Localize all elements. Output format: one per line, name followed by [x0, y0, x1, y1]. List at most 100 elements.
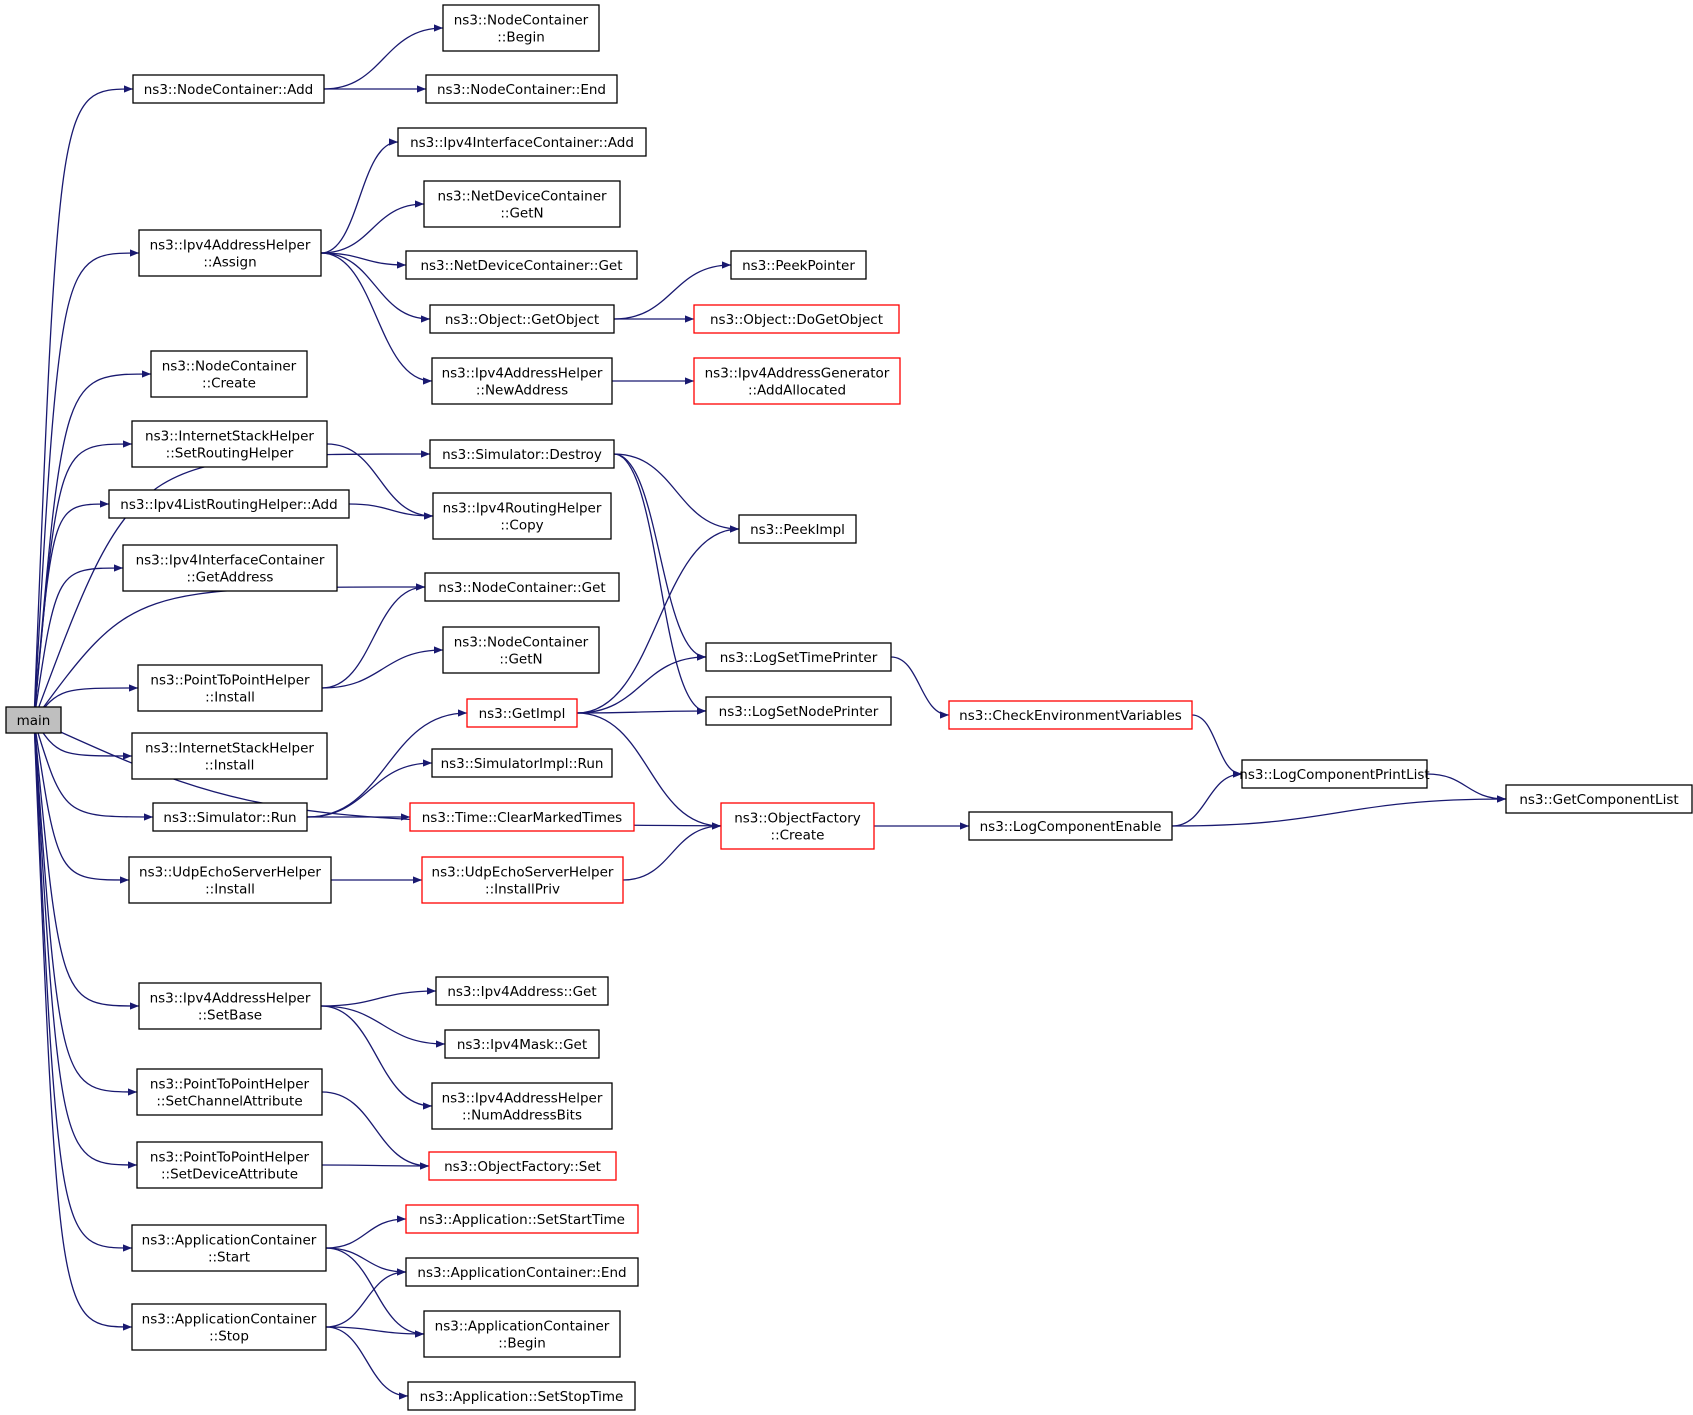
node-box	[423, 1310, 621, 1358]
node-label: ns3::NodeContainer::Add	[144, 82, 313, 98]
node-main[interactable]: main	[5, 706, 62, 734]
node-app_setstop[interactable]: ns3::Application::SetStopTime	[407, 1381, 636, 1411]
node-sim_destroy[interactable]: ns3::Simulator::Destroy	[429, 439, 615, 469]
node-label: ns3::Ipv4AddressHelper	[442, 366, 603, 382]
node-getcomponentlist[interactable]: ns3::GetComponentList	[1505, 784, 1693, 814]
edge-ipv4ah_setbase-to-ipv4mask_get	[320, 1005, 446, 1048]
node-uesh_install[interactable]: ns3::UdpEchoServerHelper::Install	[128, 856, 332, 904]
node-box	[421, 856, 624, 904]
node-sim_run[interactable]: ns3::Simulator::Run	[152, 802, 308, 832]
node-box	[738, 514, 857, 544]
node-ipv4lrh_add[interactable]: ns3::Ipv4ListRoutingHelper::Add	[108, 489, 350, 519]
node-box	[128, 856, 332, 904]
edge-ipv4ah_assign-to-ndc_getn	[320, 200, 425, 254]
edge-logcomponentprintlist-to-getcomponentlist	[1426, 773, 1507, 803]
node-p2p_setchannel[interactable]: ns3::PointToPointHelper::SetChannelAttri…	[136, 1068, 323, 1116]
node-time_clear[interactable]: ns3::Time::ClearMarkedTimes	[409, 802, 635, 832]
node-label: ns3::NetDeviceContainer::Get	[420, 258, 622, 274]
node-checkenv[interactable]: ns3::CheckEnvironmentVariables	[948, 700, 1193, 730]
node-ipv4ah_assign[interactable]: ns3::Ipv4AddressHelper::Assign	[138, 229, 322, 277]
node-ac_stop[interactable]: ns3::ApplicationContainer::Stop	[131, 1303, 327, 1351]
node-ipv4mask_get[interactable]: ns3::Ipv4Mask::Get	[444, 1029, 600, 1059]
node-simimpl_run[interactable]: ns3::SimulatorImpl::Run	[431, 748, 613, 778]
node-box	[5, 706, 62, 734]
node-p2p_install[interactable]: ns3::PointToPointHelper::Install	[137, 664, 323, 712]
node-box	[1505, 784, 1693, 814]
edge-getimpl-to-logsetnodeprinter	[576, 707, 707, 715]
node-label: ns3::UdpEchoServerHelper	[432, 865, 614, 881]
node-peekimpl[interactable]: ns3::PeekImpl	[738, 514, 857, 544]
edge-sim_destroy-to-logsetnodeprinter	[613, 453, 707, 715]
node-ipv4ic_getaddress[interactable]: ns3::Ipv4InterfaceContainer::GetAddress	[122, 544, 338, 592]
node-nc_getn[interactable]: ns3::NodeContainer::GetN	[442, 626, 600, 674]
node-obj_getobject[interactable]: ns3::Object::GetObject	[429, 304, 615, 334]
node-uesh_installpriv[interactable]: ns3::UdpEchoServerHelper::InstallPriv	[421, 856, 624, 904]
node-label: ns3::Ipv4Address::Get	[447, 984, 596, 1000]
node-getimpl[interactable]: ns3::GetImpl	[466, 698, 578, 728]
node-peekpointer[interactable]: ns3::PeekPointer	[730, 250, 867, 280]
node-logcomponentprintlist[interactable]: ns3::LogComponentPrintList	[1239, 759, 1430, 789]
node-ish_setrouting[interactable]: ns3::InternetStackHelper::SetRoutingHelp…	[131, 420, 328, 468]
node-box	[138, 982, 322, 1030]
node-label: ::SetRoutingHelper	[166, 446, 294, 462]
edge-p2p_setdevice-to-of_set	[321, 1162, 430, 1170]
node-ish_install[interactable]: ns3::InternetStackHelper::Install	[131, 732, 328, 780]
node-label: ns3::NodeContainer::End	[437, 82, 606, 98]
node-logsettimeprinter[interactable]: ns3::LogSetTimePrinter	[705, 642, 892, 672]
node-box	[431, 1082, 613, 1130]
node-box	[397, 127, 647, 157]
node-ipv4rh_copy[interactable]: ns3::Ipv4RoutingHelper::Copy	[432, 492, 612, 540]
edge-nc_add-to-nc_begin	[323, 24, 444, 90]
edge-ac_start-to-ac_end	[325, 1247, 407, 1276]
node-box	[405, 250, 638, 280]
node-of_set[interactable]: ns3::ObjectFactory::Set	[428, 1151, 617, 1181]
node-ndc_getn[interactable]: ns3::NetDeviceContainer::GetN	[423, 180, 621, 228]
edge-ipv4ah_assign-to-ipv4ah_newaddress	[320, 252, 433, 385]
node-of_create[interactable]: ns3::ObjectFactory::Create	[720, 802, 875, 850]
node-box	[136, 1141, 323, 1189]
node-nc_end[interactable]: ns3::NodeContainer::End	[425, 74, 618, 104]
node-p2p_setdevice[interactable]: ns3::PointToPointHelper::SetDeviceAttrib…	[136, 1141, 323, 1189]
node-label: ns3::ApplicationContainer::End	[417, 1265, 626, 1281]
node-label: ns3::Ipv4Mask::Get	[457, 1037, 587, 1053]
node-ipv4ah_newaddress[interactable]: ns3::Ipv4AddressHelper::NewAddress	[431, 357, 613, 405]
node-box	[435, 976, 609, 1006]
node-ndc_get[interactable]: ns3::NetDeviceContainer::Get	[405, 250, 638, 280]
node-label: ::NewAddress	[476, 383, 568, 399]
node-ipv4ah_numaddrbits[interactable]: ns3::Ipv4AddressHelper::NumAddressBits	[431, 1082, 613, 1130]
node-logsetnodeprinter[interactable]: ns3::LogSetNodePrinter	[705, 696, 892, 726]
node-label: ::Copy	[500, 518, 543, 534]
node-label: ns3::LogComponentPrintList	[1239, 767, 1429, 783]
node-box	[150, 350, 308, 398]
node-ipv4ah_setbase[interactable]: ns3::Ipv4AddressHelper::SetBase	[138, 982, 322, 1030]
node-label: ::Stop	[209, 1329, 249, 1345]
node-nc_begin[interactable]: ns3::NodeContainer::Begin	[442, 4, 600, 52]
node-ac_end[interactable]: ns3::ApplicationContainer::End	[405, 1257, 639, 1287]
node-label: ns3::ApplicationContainer	[142, 1233, 317, 1249]
node-box	[431, 748, 613, 778]
edge-uesh_installpriv-to-of_create	[622, 822, 722, 881]
node-label: ::Begin	[497, 30, 545, 46]
node-label: ns3::ApplicationContainer	[435, 1319, 610, 1335]
node-ac_start[interactable]: ns3::ApplicationContainer::Start	[131, 1224, 327, 1272]
node-box	[429, 439, 615, 469]
node-box	[428, 1151, 617, 1181]
node-app_setstart[interactable]: ns3::Application::SetStartTime	[405, 1204, 639, 1234]
node-nc_get[interactable]: ns3::NodeContainer::Get	[424, 572, 620, 602]
node-ipv4ic_add[interactable]: ns3::Ipv4InterfaceContainer::Add	[397, 127, 647, 157]
node-box	[705, 696, 892, 726]
node-label: ns3::Application::SetStartTime	[419, 1212, 625, 1228]
edge-ipv4ah_assign-to-ndc_get	[320, 252, 407, 269]
node-nc_create[interactable]: ns3::NodeContainer::Create	[150, 350, 308, 398]
node-label: ns3::NodeContainer::Get	[438, 580, 605, 596]
node-obj_dogetobject[interactable]: ns3::Object::DoGetObject	[693, 304, 900, 334]
node-logcomponentenable[interactable]: ns3::LogComponentEnable	[968, 811, 1173, 841]
node-label: ns3::UdpEchoServerHelper	[139, 865, 321, 881]
edge-logsettimeprinter-to-checkenv	[890, 656, 950, 719]
node-label: ns3::Ipv4AddressHelper	[442, 1091, 603, 1107]
node-ac_begin[interactable]: ns3::ApplicationContainer::Begin	[423, 1310, 621, 1358]
node-ipv4addr_get[interactable]: ns3::Ipv4Address::Get	[435, 976, 609, 1006]
node-label: ns3::NodeContainer	[454, 635, 589, 651]
node-nc_add[interactable]: ns3::NodeContainer::Add	[132, 74, 325, 104]
node-ipv4ag_addallocated[interactable]: ns3::Ipv4AddressGenerator::AddAllocated	[693, 357, 901, 405]
